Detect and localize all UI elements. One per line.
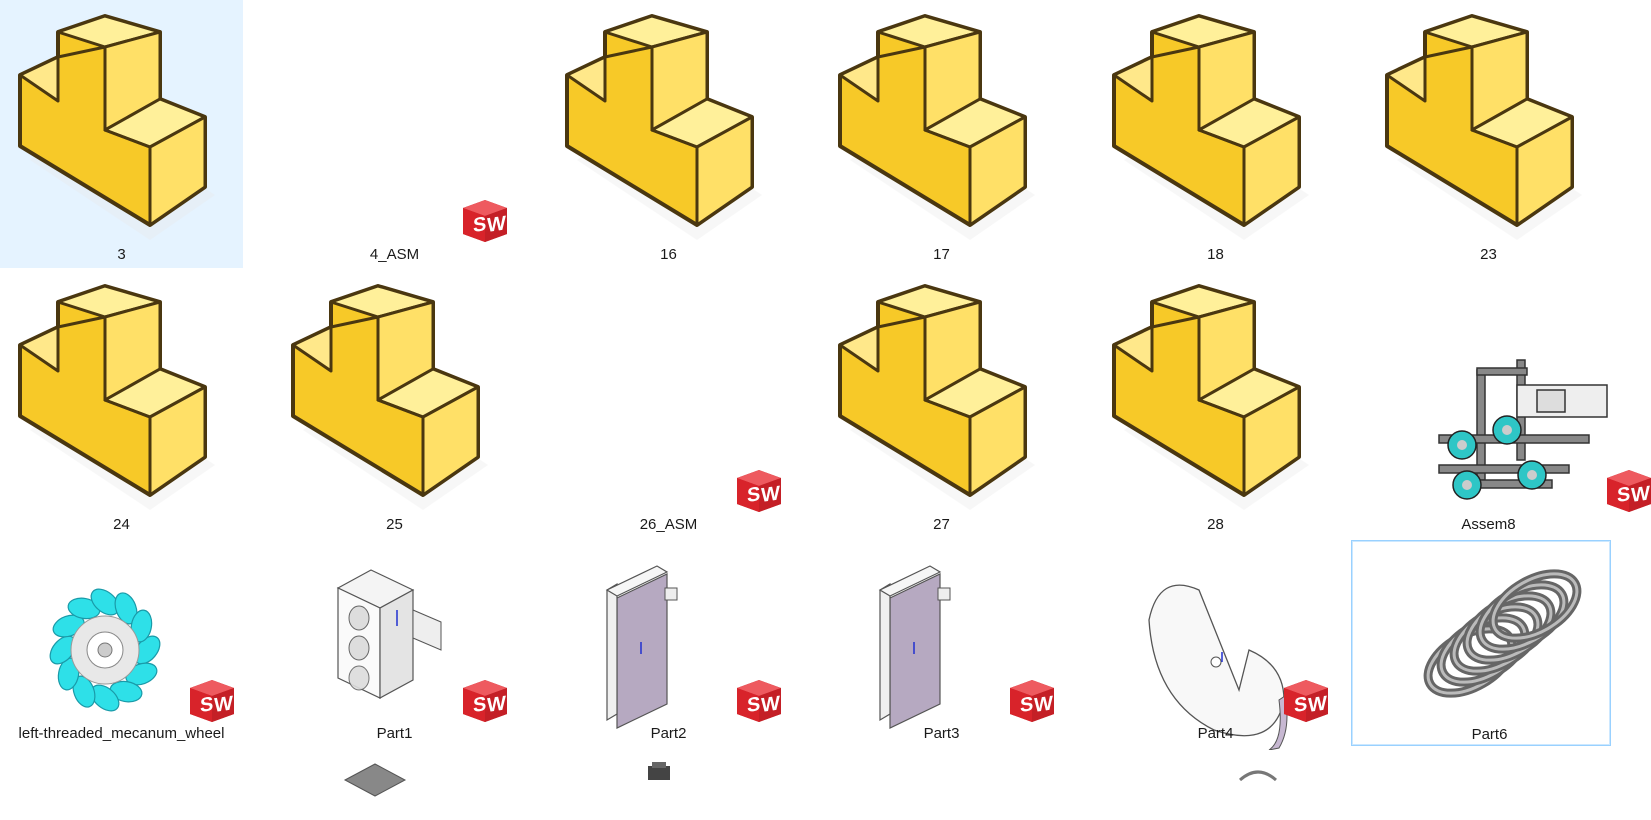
file-item[interactable]: S W Part2 — [547, 540, 790, 808]
svg-text:W: W — [214, 692, 233, 717]
solidworks-icon: S W — [459, 198, 509, 244]
mecanum-wheel-thumbnail — [0, 550, 243, 755]
file-name-label: Part2 — [650, 725, 687, 742]
solidworks-icon: S W — [459, 678, 509, 724]
solidworks-icon: S W — [733, 678, 783, 724]
file-item[interactable]: 28 — [1094, 270, 1337, 538]
solidworks-icon: S W — [1006, 678, 1056, 724]
file-name-label: 18 — [1207, 246, 1224, 263]
file-item[interactable]: S W Part4 — [1094, 540, 1337, 808]
svg-text:S: S — [473, 693, 486, 717]
file-item[interactable]: S W Assem8 — [1367, 270, 1651, 538]
svg-text:W: W — [1308, 692, 1327, 717]
file-name-label: Part4 — [1197, 725, 1234, 742]
folder-icon — [1094, 270, 1337, 515]
file-item[interactable]: Part6 — [1351, 540, 1611, 746]
svg-text:W: W — [761, 482, 780, 507]
file-name-label: left-threaded_mecanum_wheel — [18, 725, 225, 742]
svg-text:W: W — [761, 692, 780, 717]
file-item[interactable]: S W 26_ASM — [547, 270, 790, 538]
folder-icon — [1094, 0, 1337, 245]
file-name-label: 28 — [1207, 516, 1224, 533]
svg-text:W: W — [487, 212, 506, 237]
solidworks-icon: S W — [733, 468, 783, 514]
solidworks-icon: S W — [1280, 678, 1330, 724]
svg-text:S: S — [747, 483, 760, 507]
robot-assembly-thumbnail — [1367, 270, 1610, 515]
folder-icon — [0, 0, 243, 245]
plate-part-thumbnail — [820, 550, 1063, 755]
folder-icon — [820, 270, 1063, 515]
file-name-label: Part3 — [923, 725, 960, 742]
file-name-label: 3 — [117, 246, 126, 263]
svg-text:S: S — [1294, 693, 1307, 717]
row4-partial-thumbnails — [343, 762, 1277, 797]
file-item[interactable]: 25 — [273, 270, 516, 538]
folder-icon — [0, 270, 243, 515]
file-item[interactable]: S W left-threaded_mecanum_wheel — [0, 540, 243, 808]
plate-part-thumbnail — [547, 550, 790, 755]
block-part-thumbnail — [273, 550, 516, 755]
svg-text:S: S — [473, 213, 486, 237]
file-item[interactable]: 24 — [0, 270, 243, 538]
folder-icon — [820, 0, 1063, 245]
folder-icon — [1367, 0, 1610, 245]
file-name-label: 25 — [386, 516, 403, 533]
svg-text:S: S — [1020, 693, 1033, 717]
file-item[interactable]: S W Part3 — [820, 540, 1063, 808]
file-item[interactable]: S W 4_ASM — [273, 0, 516, 268]
file-item[interactable]: 23 — [1367, 0, 1610, 268]
file-name-label: 24 — [113, 516, 130, 533]
file-name-label: Assem8 — [1461, 516, 1516, 533]
solidworks-icon: S W — [1603, 468, 1651, 514]
file-item[interactable]: 27 — [820, 270, 1063, 538]
svg-text:W: W — [1631, 482, 1650, 507]
svg-text:S: S — [200, 693, 213, 717]
file-name-label: 4_ASM — [369, 246, 420, 263]
file-item[interactable]: S W Part1 — [273, 540, 516, 808]
file-name-label: Part1 — [376, 725, 413, 742]
svg-text:W: W — [1034, 692, 1053, 717]
file-name-label: 26_ASM — [639, 516, 698, 533]
file-name-label: 27 — [933, 516, 950, 533]
file-item[interactable]: 17 — [820, 0, 1063, 268]
folder-icon — [547, 0, 790, 245]
cam-part-thumbnail — [1094, 550, 1337, 755]
file-item[interactable]: 18 — [1094, 0, 1337, 268]
file-item[interactable]: 16 — [547, 0, 790, 268]
file-name-label: Part6 — [1471, 726, 1508, 743]
file-name-label: 17 — [933, 246, 950, 263]
solidworks-icon: S W — [186, 678, 236, 724]
folder-icon — [273, 270, 516, 515]
svg-text:W: W — [487, 692, 506, 717]
file-item[interactable]: 3 — [0, 0, 243, 268]
spring-part-thumbnail — [1352, 551, 1595, 756]
svg-text:S: S — [1617, 483, 1630, 507]
file-name-label: 16 — [660, 246, 677, 263]
svg-text:S: S — [747, 693, 760, 717]
file-name-label: 23 — [1480, 246, 1497, 263]
